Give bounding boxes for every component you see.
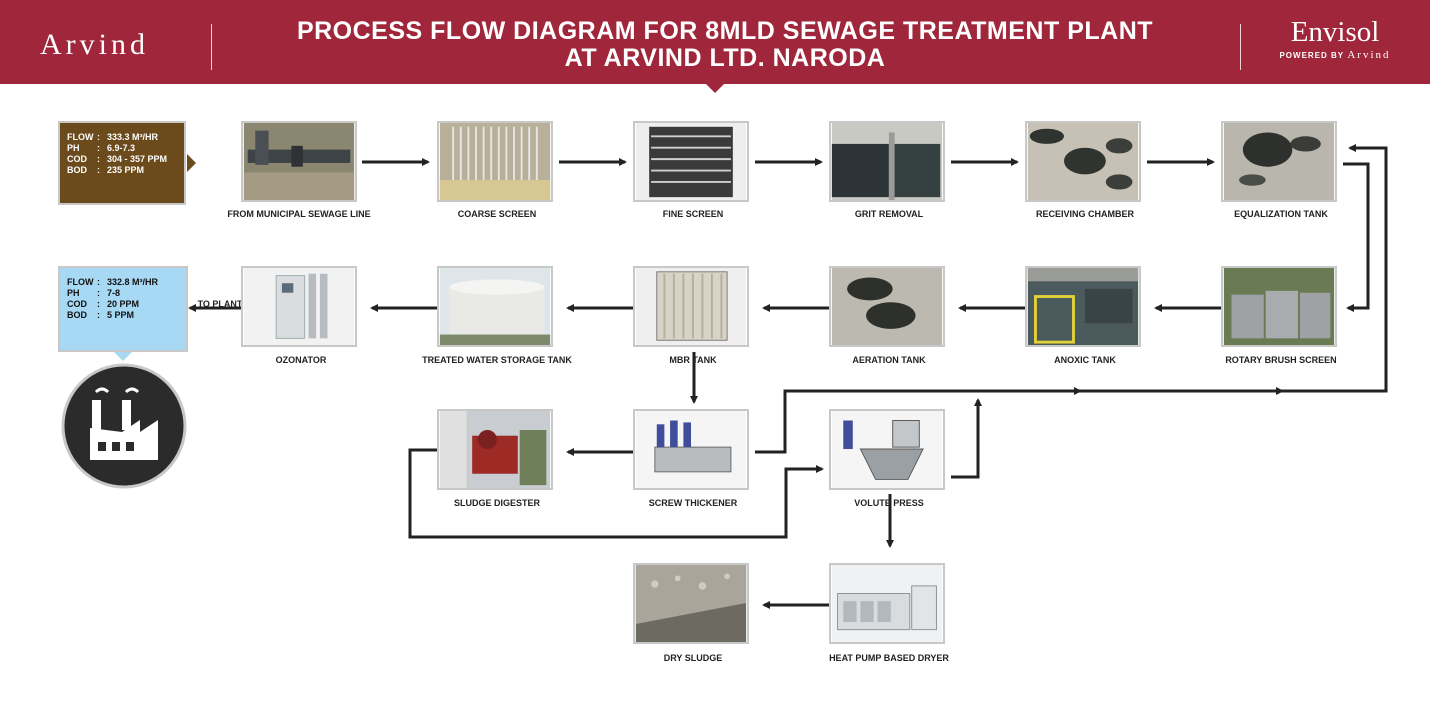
envisol-brand: Envisol [1290, 16, 1380, 48]
envisol-logo: Envisol POWERED BY Arvind [1270, 16, 1400, 61]
colon: : [97, 165, 100, 175]
envisol-sub: POWERED BY Arvind [1270, 49, 1400, 61]
outlet-pointer [114, 352, 132, 361]
powered-by-brand: Arvind [1347, 49, 1391, 61]
inlet-row: COD:304 - 357 PPM [67, 154, 184, 165]
param-value: 332.8 M³/HR [107, 277, 159, 287]
colon: : [97, 299, 100, 309]
arvind-logo: Arvind [40, 28, 149, 61]
label-treated-water-tank: TREATED WATER STORAGE TANK [422, 355, 572, 365]
param-key: BOD [67, 310, 87, 320]
param-key: COD [67, 299, 87, 309]
treated-water-tank-image [437, 266, 553, 347]
param-value: 333.3 M³/HR [107, 132, 159, 142]
colon: : [97, 310, 100, 320]
heat-pump-dryer-image [829, 563, 945, 644]
label-volute-press: VOLUTE PRESS [854, 498, 924, 508]
label-screw-thickener: SCREW THICKENER [648, 498, 738, 508]
header-banner: Arvind PROCESS FLOW DIAGRAM FOR 8MLD SEW… [0, 0, 1430, 84]
label-equalization-tank: EQUALIZATION TANK [1234, 209, 1328, 219]
inlet-row: BOD:235 PPM [67, 165, 184, 176]
label-coarse-screen: COARSE SCREEN [457, 209, 537, 219]
grit-removal-image [829, 121, 945, 202]
dry-sludge-image [633, 563, 749, 644]
param-key: BOD [67, 165, 87, 175]
colon: : [97, 288, 100, 298]
municipal-sewage-image [241, 121, 357, 202]
to-plant-label: TO PLANT [197, 299, 243, 309]
label-aeration-tank: AERATION TANK [852, 355, 926, 365]
param-key: FLOW [67, 132, 94, 142]
param-value: 235 PPM [107, 165, 145, 175]
outlet-row: PH:7-8 [67, 288, 186, 299]
anoxic-tank-image [1025, 266, 1141, 347]
inlet-row: FLOW:333.3 M³/HR [67, 132, 184, 143]
powered-by-text: POWERED BY [1279, 51, 1345, 60]
param-key: FLOW [67, 277, 94, 287]
param-value: 20 PPM [107, 299, 140, 309]
label-fine-screen: FINE SCREEN [662, 209, 724, 219]
label-mbr-tank: MBR TANK [669, 355, 717, 365]
coarse-screen-image [437, 121, 553, 202]
header-divider-right [1240, 24, 1241, 70]
colon: : [97, 154, 100, 164]
receiving-chamber-image [1025, 121, 1141, 202]
page-title: PROCESS FLOW DIAGRAM FOR 8MLD SEWAGE TRE… [230, 18, 1220, 72]
rotary-brush-screen-image [1221, 266, 1337, 347]
label-anoxic-tank: ANOXIC TANK [1054, 355, 1116, 365]
label-grit-removal: GRIT REMOVAL [854, 209, 924, 219]
label-receiving-chamber: RECEIVING CHAMBER [1035, 209, 1134, 219]
param-key: PH [67, 288, 80, 298]
title-line-1: PROCESS FLOW DIAGRAM FOR 8MLD SEWAGE TRE… [296, 17, 1154, 45]
mbr-tank-image [633, 266, 749, 347]
label-ozonator: OZONATOR [275, 355, 327, 365]
colon: : [97, 143, 100, 153]
param-value: 7-8 [107, 288, 121, 298]
param-value: 5 PPM [107, 310, 135, 320]
header-divider-left [211, 24, 212, 70]
label-dry-sludge: DRY SLUDGE [663, 653, 723, 663]
equalization-tank-image [1221, 121, 1337, 202]
param-key: PH [67, 143, 80, 153]
aeration-tank-image [829, 266, 945, 347]
outlet-row: FLOW:332.8 M³/HR [67, 277, 186, 288]
outlet-row: COD:20 PPM [67, 299, 186, 310]
screw-thickener-image [633, 409, 749, 490]
label-rotary-brush-screen: ROTARY BRUSH SCREEN [1225, 355, 1337, 365]
label-heat-pump-dryer: HEAT PUMP BASED DRYER [829, 653, 949, 663]
label-sludge-digester: SLUDGE DIGESTER [453, 498, 540, 508]
title-line-2: AT ARVIND LTD. NARODA [564, 44, 886, 72]
outlet-parameters: FLOW:332.8 M³/HR PH:7-8 COD:20 PPM BOD:5… [58, 266, 188, 352]
inlet-pointer [187, 154, 196, 172]
inlet-parameters: FLOW:333.3 M³/HR PH:6.9-7.3 COD:304 - 35… [58, 121, 186, 205]
inlet-row: PH:6.9-7.3 [67, 143, 184, 154]
label-municipal: FROM MUNICIPAL SEWAGE LINE [227, 209, 371, 219]
colon: : [97, 132, 100, 142]
param-key: COD [67, 154, 87, 164]
param-value: 6.9-7.3 [107, 143, 136, 153]
sludge-digester-image [437, 409, 553, 490]
header-notch [705, 83, 725, 93]
colon: : [97, 277, 100, 287]
factory-icon [61, 363, 187, 489]
fine-screen-image [633, 121, 749, 202]
ozonator-image [241, 266, 357, 347]
outlet-row: BOD:5 PPM [67, 310, 186, 321]
volute-press-image [829, 409, 945, 490]
param-value: 304 - 357 PPM [107, 154, 168, 164]
